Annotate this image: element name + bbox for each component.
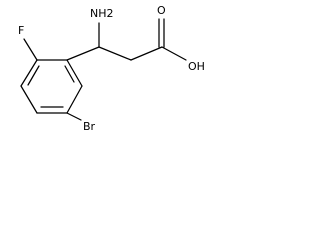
- ring-bond-c3-c4: [20, 85, 38, 114]
- atom-label-bromine: Br: [83, 120, 96, 133]
- ring-bond-c6-c1: [66, 59, 83, 87]
- bond-ring-to-chain: [66, 46, 100, 61]
- atom-label-hydroxyl: OH: [188, 60, 205, 73]
- ring-double-bond-inner-top: [64, 65, 75, 83]
- ring-bond-c2-c3: [20, 59, 38, 87]
- atom-label-carbonyl-oxygen: O: [157, 4, 166, 17]
- ring-bond-c5-c6: [66, 85, 83, 114]
- molecule-structure: NH2 O OH F Br: [18, 4, 205, 133]
- bond-chain-to-ch2: [98, 46, 132, 61]
- bond-carboxyl-to-hydroxyl: [161, 46, 187, 61]
- benzene-ring: [20, 59, 83, 114]
- bond-ring-to-fluorine: [23, 38, 38, 61]
- bond-ch2-to-carboxyl: [130, 46, 163, 61]
- bond-ring-to-bromine: [66, 112, 82, 121]
- atom-label-amine: NH2: [90, 7, 114, 20]
- atom-label-fluorine: F: [18, 24, 24, 37]
- ring-double-bond-inner-left: [27, 65, 40, 86]
